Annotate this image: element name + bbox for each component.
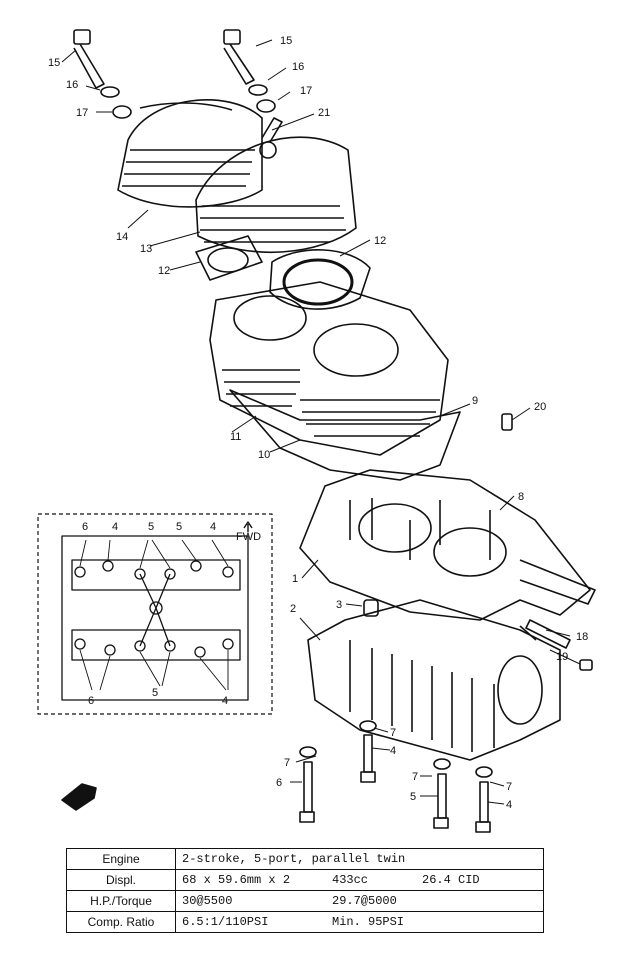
callout-number: 20 (534, 401, 546, 413)
spec-row: H.P./Torque 30@5500 29.7@5000 (66, 890, 544, 912)
spec-label: Displ. (66, 869, 176, 891)
head-gasket-right (269, 249, 371, 310)
dowel-3 (363, 599, 379, 617)
spec-value: 68 x 59.6mm x 2 433cc 26.4 CID (175, 869, 544, 891)
spec-value-part: 26.4 CID (422, 873, 480, 887)
stud-20 (501, 413, 513, 431)
washer-right-17 (256, 99, 276, 113)
head-bolt-left (73, 29, 105, 89)
callout-number: 10 (258, 449, 270, 461)
callout-number: 12 (374, 235, 386, 247)
plug-19 (579, 659, 593, 671)
callout-number: 21 (318, 107, 330, 119)
callout-number: 13 (140, 243, 152, 255)
spec-value-part: 433cc (332, 873, 369, 887)
spec-value-part: 2-stroke, 5-port, parallel twin (182, 852, 406, 866)
callout-number: 14 (116, 231, 128, 243)
callout-number: 16 (292, 61, 304, 73)
inset-direction-label: FWD (236, 531, 261, 543)
spec-row: Engine 2-stroke, 5-port, parallel twin (66, 848, 544, 870)
inset-callout-number: 5 (176, 521, 182, 533)
callout-number: 3 (336, 599, 342, 611)
washer-left-16 (100, 86, 120, 98)
washer-right-16 (248, 84, 268, 96)
washer-left-17 (112, 105, 132, 119)
callout-number: 7 (284, 757, 290, 769)
inset-callout-number: 4 (112, 521, 118, 533)
bolt-18 (525, 619, 571, 649)
inset-callout-number: 4 (222, 695, 228, 707)
inset-callout-number: 5 (152, 687, 158, 699)
callout-number: 4 (506, 799, 512, 811)
spec-value-part: 29.7@5000 (332, 894, 397, 908)
callout-number: 17 (76, 107, 88, 119)
callout-number: 16 (66, 79, 78, 91)
spec-value-part: Min. 95PSI (332, 915, 405, 929)
callout-number: 6 (276, 777, 282, 789)
leader-lines (61, 39, 581, 805)
head-bolt-right (223, 29, 255, 85)
spec-value: 30@5500 29.7@5000 (175, 890, 544, 912)
spec-value-part: 68 x 59.6mm x 2 (182, 873, 291, 887)
callout-number: 15 (280, 35, 292, 47)
inset-callout-number: 6 (88, 695, 94, 707)
fwd-arrow-icon (243, 521, 253, 532)
callout-number: 5 (410, 791, 416, 803)
callout-number: 1 (292, 573, 298, 585)
cylinder-block (209, 281, 449, 456)
callout-number: 2 (290, 603, 296, 615)
callout-number: 19 (556, 651, 568, 663)
spec-row: Comp. Ratio 6.5:1/110PSI Min. 95PSI (66, 911, 544, 933)
upper-crankcase (299, 469, 596, 621)
inset-callout-number: 4 (210, 521, 216, 533)
callout-number: 15 (48, 57, 60, 69)
spec-label: H.P./Torque (66, 890, 176, 912)
callout-number: 7 (412, 771, 418, 783)
spec-value: 2-stroke, 5-port, parallel twin (175, 848, 544, 870)
spec-row: Displ. 68 x 59.6mm x 2 433cc 26.4 CID (66, 869, 544, 891)
inset-callout-number: 6 (82, 521, 88, 533)
callout-number: 12 (158, 265, 170, 277)
callout-number: 8 (518, 491, 524, 503)
spec-value: 6.5:1/110PSI Min. 95PSI (175, 911, 544, 933)
spec-label: Comp. Ratio (66, 911, 176, 933)
manufacturer-mark-icon (61, 783, 97, 811)
callout-number: 9 (472, 395, 478, 407)
callout-number: 7 (390, 727, 396, 739)
inset-crankcase (61, 535, 249, 701)
spec-value-part: 30@5500 (182, 894, 233, 908)
callout-number: 18 (576, 631, 588, 643)
head-gasket-left (195, 235, 263, 281)
lower-crankcase (307, 599, 561, 761)
cylinder-head-left (117, 99, 263, 208)
callout-number: 4 (390, 745, 396, 757)
base-gasket (229, 389, 461, 481)
callout-number: 7 (506, 781, 512, 793)
washer-19 (519, 625, 537, 641)
spec-value-part: 6.5:1/110PSI (182, 915, 269, 929)
inset-callout-number: 5 (148, 521, 154, 533)
callout-number: 11 (230, 431, 241, 443)
spec-label: Engine (66, 848, 176, 870)
callout-number: 17 (300, 85, 312, 97)
lower-bolts (299, 720, 493, 833)
cylinder-head-right (195, 117, 357, 254)
